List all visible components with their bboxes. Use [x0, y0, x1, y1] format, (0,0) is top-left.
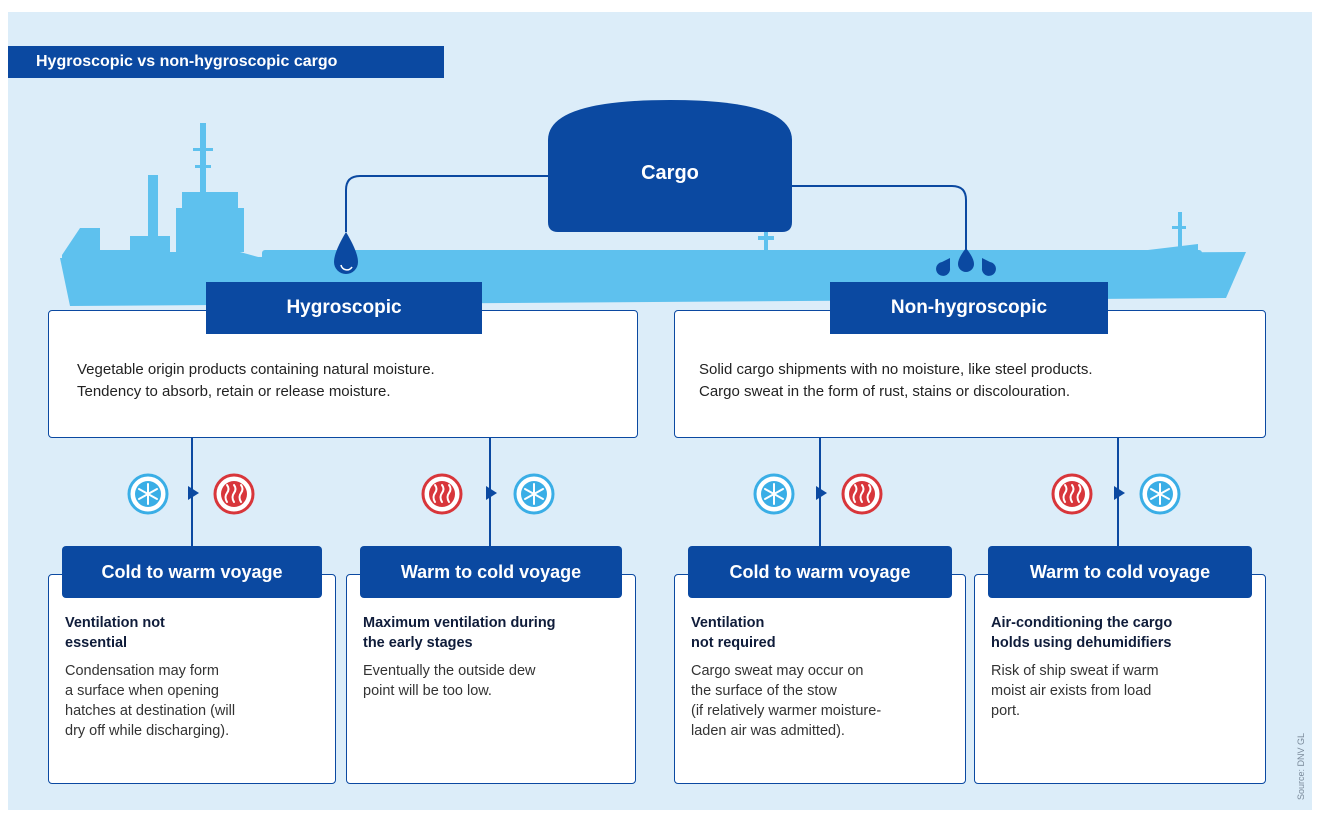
hygroscopic-ctw-text-2: a surface when opening [65, 683, 219, 699]
non-hygroscopic-header: Non-hygroscopic [830, 282, 1108, 334]
source-credit: Source: DNV GL [1296, 732, 1306, 800]
hygroscopic-warm-to-cold-header: Warm to cold voyage [360, 546, 622, 598]
non-hygroscopic-description-box: Solid cargo shipments with no moisture, … [674, 310, 1266, 438]
heat-icon [213, 473, 255, 515]
heat-icon [1051, 473, 1093, 515]
non-hygroscopic-wtc-text-2: moist air exists from load [991, 683, 1152, 699]
non-hygroscopic-description-1: Solid cargo shipments with no moisture, … [699, 361, 1093, 378]
cargo-label: Cargo [641, 162, 699, 184]
hygroscopic-description-2: Tendency to absorb, retain or release mo… [77, 383, 391, 400]
hygroscopic-cold-to-warm-header: Cold to warm voyage [62, 546, 322, 598]
non-hygroscopic-wtc-bold-1: Air-conditioning the cargo [991, 615, 1173, 631]
hygroscopic-ctw-text-4: dry off while discharging). [65, 723, 230, 739]
snowflake-icon [1139, 473, 1181, 515]
heat-icon [421, 473, 463, 515]
hygroscopic-header: Hygroscopic [206, 282, 482, 334]
non-hygroscopic-cold-to-warm-box: Ventilation not required Cargo sweat may… [674, 574, 966, 784]
hygroscopic-ctw-bold-2: essential [65, 635, 128, 651]
hygroscopic-ctw-bold-1: Ventilation not [65, 615, 165, 631]
non-hygroscopic-description-2: Cargo sweat in the form of rust, stains … [699, 383, 1071, 400]
hygroscopic-ctw-text-3: hatches at destination (will [65, 703, 236, 719]
non-hygroscopic-cold-to-warm-header: Cold to warm voyage [688, 546, 952, 598]
non-hygroscopic-ctw-text-2: the surface of the stow [691, 683, 837, 699]
non-hygroscopic-wtc-text-1: Risk of ship sweat if warm [991, 663, 1159, 679]
non-hygroscopic-wtc-bold-2: holds using dehumidifiers [991, 635, 1172, 651]
hygroscopic-wtc-bold-2: the early stages [363, 635, 473, 651]
non-hygroscopic-ctw-bold-1: Ventilation [691, 615, 765, 631]
non-hygroscopic-ctw-text-4: laden air was admitted). [691, 723, 845, 739]
snowflake-icon [753, 473, 795, 515]
non-hygroscopic-wtc-text-3: port. [991, 703, 1021, 719]
non-hygroscopic-ctw-bold-2: not required [691, 635, 776, 651]
hygroscopic-wtc-text-1: Eventually the outside dew [363, 663, 536, 679]
page-title: Hygroscopic vs non-hygroscopic cargo [8, 46, 444, 78]
cargo-node [548, 100, 792, 232]
hygroscopic-wtc-text-2: point will be too low. [363, 683, 492, 699]
water-drop-icon [334, 232, 358, 274]
non-hygroscopic-warm-to-cold-header: Warm to cold voyage [988, 546, 1252, 598]
snowflake-icon [127, 473, 169, 515]
water-drops-icon [936, 248, 996, 276]
non-hygroscopic-ctw-text-1: Cargo sweat may occur on [691, 663, 864, 679]
hygroscopic-warm-to-cold-box: Maximum ventilation during the early sta… [346, 574, 636, 784]
hygroscopic-description-1: Vegetable origin products containing nat… [77, 361, 435, 378]
hygroscopic-wtc-bold-1: Maximum ventilation during [363, 615, 556, 631]
non-hygroscopic-ctw-text-3: (if relatively warmer moisture- [691, 703, 882, 719]
snowflake-icon [513, 473, 555, 515]
heat-icon [841, 473, 883, 515]
hygroscopic-cold-to-warm-box: Ventilation not essential Condensation m… [48, 574, 336, 784]
hygroscopic-ctw-text-1: Condensation may form [65, 663, 219, 679]
non-hygroscopic-warm-to-cold-box: Air-conditioning the cargo holds using d… [974, 574, 1266, 784]
